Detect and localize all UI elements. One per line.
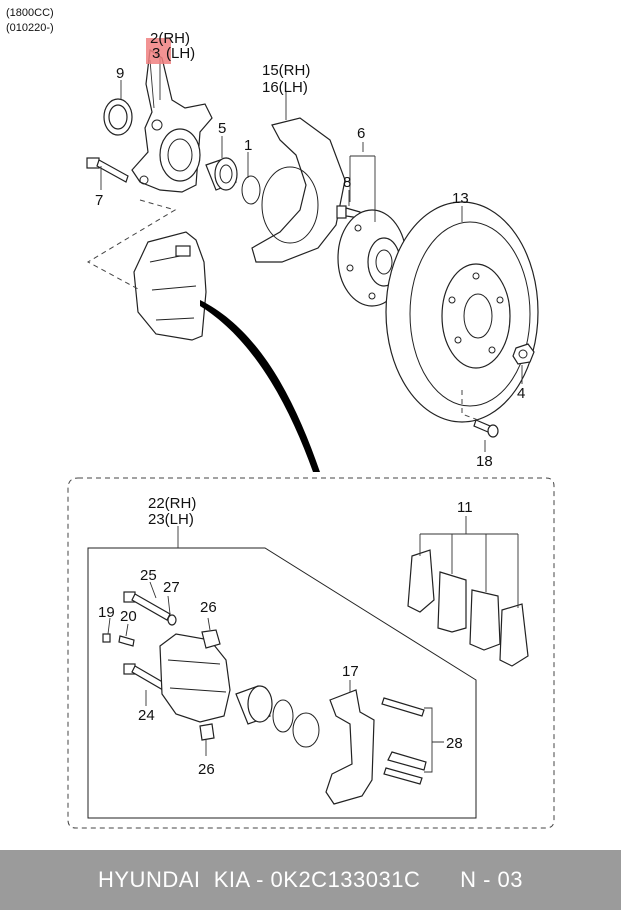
engine-label: (1800CC) — [6, 7, 54, 19]
part-number-footer: HYUNDAI KIA - 0K2C133031C N - 03 — [0, 850, 621, 910]
exploded-view-arrow — [200, 300, 320, 472]
label-9: 9 — [116, 65, 124, 82]
label-27: 27 — [163, 579, 180, 596]
label-3-side: (LH) — [166, 45, 195, 62]
bleeder-screw-part-20 — [118, 635, 135, 647]
label-13: 13 — [452, 190, 469, 207]
guide-bolt-part-24 — [123, 663, 167, 691]
label-8: 8 — [343, 174, 351, 191]
leader-28 — [424, 707, 444, 773]
knuckle-part-2-3 — [131, 48, 213, 193]
caliper-bracket-part-17 — [325, 689, 375, 805]
callout-line-upper — [86, 199, 177, 291]
dust-seal — [292, 712, 320, 748]
guide-boot-part-26-lower — [199, 723, 215, 741]
label-24: 24 — [138, 707, 155, 724]
brake-parts-diagram: (1800CC) (010220-) — [6, 7, 555, 829]
hub-nut-part-4 — [512, 343, 535, 365]
footer-part-number: HYUNDAI KIA - 0K2C133031C — [98, 867, 421, 892]
highlight-marker — [146, 38, 171, 64]
label-19: 19 — [98, 604, 115, 621]
label-25: 25 — [140, 567, 157, 584]
leader-lines-lower — [107, 581, 351, 756]
label-17: 17 — [342, 663, 359, 680]
label-2: 2(RH) — [150, 30, 190, 47]
label-5: 5 — [218, 120, 226, 137]
dust-cover-part-15-16 — [251, 117, 346, 263]
caliper-body-part-22-23 — [159, 633, 231, 723]
guide-boot-part-26-upper — [201, 629, 221, 649]
leader-11 — [419, 516, 519, 608]
screw-part-18 — [473, 419, 499, 438]
date-label: (010220-) — [6, 22, 54, 34]
label-23: 23(LH) — [148, 511, 194, 528]
brake-pads-part-11 — [407, 549, 529, 667]
caliper-assembly-upper — [133, 231, 207, 341]
footer-spacer — [420, 867, 460, 893]
bleeder-cap-part-19 — [102, 633, 111, 643]
label-6: 6 — [357, 125, 365, 142]
inner-caliper-frame — [87, 547, 477, 819]
label-20: 20 — [120, 608, 137, 625]
bearing-part-5 — [205, 157, 238, 191]
bushing-part-27 — [167, 614, 177, 626]
label-16: 16(LH) — [262, 79, 308, 96]
footer-page-number: N - 03 — [460, 867, 523, 892]
guide-bolt-part-25 — [123, 591, 171, 621]
label-26-upper: 26 — [200, 599, 217, 616]
label-7: 7 — [95, 192, 103, 209]
piston-seal — [272, 699, 294, 733]
label-11: 11 — [457, 499, 473, 516]
piston — [235, 685, 273, 725]
label-1: 1 — [244, 137, 252, 154]
label-3: 3 — [152, 45, 160, 62]
outer-dashed-frame — [67, 477, 555, 829]
label-18: 18 — [476, 453, 493, 470]
label-28: 28 — [446, 735, 463, 752]
pad-shims-part-28 — [381, 697, 427, 785]
leader-lines-upper — [100, 58, 523, 452]
label-15: 15(RH) — [262, 62, 310, 79]
label-26-lower: 26 — [198, 761, 215, 778]
label-22: 22(RH) — [148, 495, 196, 512]
brake-disc-part-13 — [385, 201, 539, 423]
snap-ring-part-1 — [241, 175, 261, 205]
oil-seal-part-9 — [103, 98, 133, 136]
label-4: 4 — [517, 385, 525, 402]
bolt-part-7 — [86, 157, 129, 183]
